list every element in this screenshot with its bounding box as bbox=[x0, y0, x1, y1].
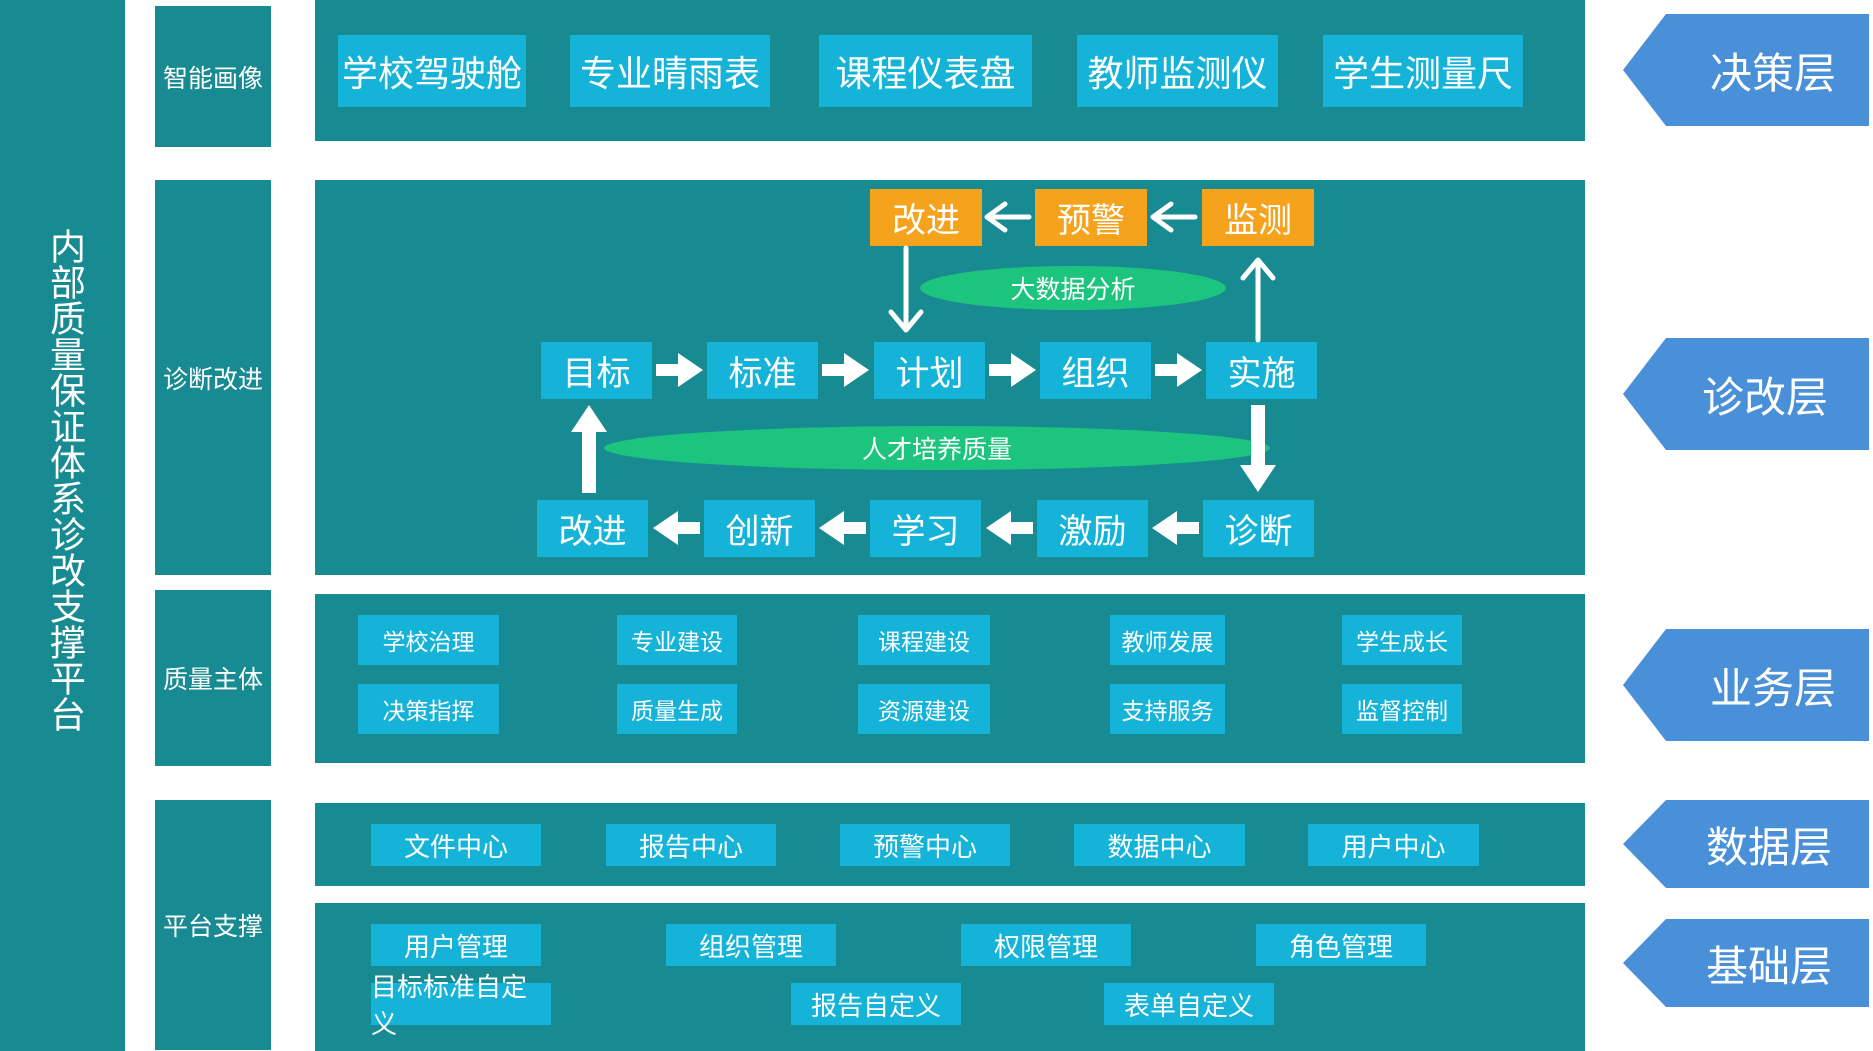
arrow-up-icon bbox=[571, 405, 607, 493]
business-item[interactable]: 课程建设 bbox=[858, 615, 990, 665]
business-item[interactable]: 决策指挥 bbox=[358, 684, 499, 734]
diagnosis-panel: 改进 预警 监测 大数据分析 目标 标准 计划 组织 实施 人才培养质量 改进 … bbox=[315, 180, 1585, 575]
base-item[interactable]: 权限管理 bbox=[961, 924, 1131, 966]
arrow-right-icon bbox=[1155, 353, 1202, 387]
layer-arrow-decision bbox=[1623, 14, 1869, 126]
arrow-left-icon bbox=[653, 511, 700, 545]
business-item[interactable]: 质量生成 bbox=[617, 684, 737, 734]
business-item[interactable]: 教师发展 bbox=[1110, 615, 1225, 665]
sidebar-title: 内部质量保证体系诊改支撑平台 bbox=[44, 228, 85, 732]
data-item[interactable]: 预警中心 bbox=[840, 824, 1010, 866]
base-item[interactable]: 目标标准自定义 bbox=[371, 973, 551, 1040]
layer-arrow-business bbox=[1623, 629, 1869, 741]
base-panel: 用户管理 组织管理 权限管理 角色管理 目标标准自定义 报告自定义 表单自定义 bbox=[315, 903, 1585, 1051]
decision-item[interactable]: 学校驾驶舱 bbox=[338, 35, 526, 107]
decision-item[interactable]: 学生测量尺 bbox=[1323, 35, 1523, 107]
arrow-up-icon bbox=[1240, 257, 1276, 343]
business-item[interactable]: 学校治理 bbox=[358, 615, 499, 665]
data-item[interactable]: 用户中心 bbox=[1308, 824, 1479, 866]
arrow-right-icon bbox=[989, 353, 1036, 387]
cycle-middle-goal[interactable]: 目标 bbox=[541, 342, 652, 399]
business-item[interactable]: 支持服务 bbox=[1110, 684, 1225, 734]
data-item[interactable]: 文件中心 bbox=[371, 824, 541, 866]
decision-item[interactable]: 教师监测仪 bbox=[1077, 35, 1278, 107]
arrow-left-icon bbox=[984, 201, 1032, 233]
cycle-bottom-improve[interactable]: 改进 bbox=[537, 500, 648, 557]
arrow-left-icon bbox=[1150, 201, 1198, 233]
arrow-right-icon bbox=[656, 353, 703, 387]
category-platform-support: 平台支撑 bbox=[155, 800, 271, 1050]
open-arrows bbox=[888, 201, 1276, 343]
decision-item[interactable]: 专业晴雨表 bbox=[570, 35, 770, 107]
business-item[interactable]: 监督控制 bbox=[1342, 684, 1462, 734]
arrow-down-icon bbox=[1240, 405, 1276, 492]
layer-label-decision: 决策层 bbox=[1709, 48, 1836, 98]
layer-shapes bbox=[1623, 14, 1869, 1007]
arrow-down-icon bbox=[888, 245, 924, 333]
talent-quality-ellipse: 人才培养质量 bbox=[604, 426, 1270, 470]
solid-arrows bbox=[571, 353, 1276, 545]
arrow-left-icon bbox=[1152, 511, 1199, 545]
category-smart-portrait: 智能画像 bbox=[155, 6, 271, 147]
arrow-left-icon bbox=[819, 511, 866, 545]
cycle-bottom-motivate[interactable]: 激励 bbox=[1037, 500, 1148, 557]
cycle-top-warning[interactable]: 预警 bbox=[1035, 189, 1147, 246]
category-quality-subject: 质量主体 bbox=[155, 590, 271, 766]
cycle-middle-standard[interactable]: 标准 bbox=[707, 342, 818, 399]
base-item[interactable]: 组织管理 bbox=[666, 924, 836, 966]
layer-arrow-diagnosis bbox=[1623, 338, 1869, 450]
base-item[interactable]: 用户管理 bbox=[371, 924, 541, 966]
cycle-bottom-learn[interactable]: 学习 bbox=[870, 500, 981, 557]
base-item[interactable]: 表单自定义 bbox=[1104, 983, 1274, 1025]
cycle-top-monitor[interactable]: 监测 bbox=[1202, 189, 1314, 246]
sidebar: 内部质量保证体系诊改支撑平台 bbox=[0, 0, 125, 1051]
arrow-right-icon bbox=[822, 353, 869, 387]
decision-panel: 学校驾驶舱 专业晴雨表 课程仪表盘 教师监测仪 学生测量尺 bbox=[315, 0, 1585, 141]
decision-item[interactable]: 课程仪表盘 bbox=[819, 35, 1032, 107]
layer-arrow-base bbox=[1623, 919, 1869, 1007]
cycle-middle-organize[interactable]: 组织 bbox=[1040, 342, 1151, 399]
data-panel: 文件中心 报告中心 预警中心 数据中心 用户中心 bbox=[315, 803, 1585, 886]
cycle-middle-implement[interactable]: 实施 bbox=[1206, 342, 1317, 399]
business-panel: 学校治理 专业建设 课程建设 教师发展 学生成长 决策指挥 质量生成 资源建设 … bbox=[315, 594, 1585, 763]
data-item[interactable]: 报告中心 bbox=[606, 824, 776, 866]
layer-label-data: 数据层 bbox=[1705, 822, 1832, 872]
business-item[interactable]: 学生成长 bbox=[1342, 615, 1462, 665]
business-item[interactable]: 专业建设 bbox=[617, 615, 737, 665]
data-item[interactable]: 数据中心 bbox=[1074, 824, 1245, 866]
base-item[interactable]: 报告自定义 bbox=[791, 983, 961, 1025]
cycle-arrows bbox=[571, 201, 1276, 545]
cycle-top-improve[interactable]: 改进 bbox=[870, 189, 982, 246]
category-diagnosis: 诊断改进 bbox=[155, 180, 271, 575]
layer-label-business: 业务层 bbox=[1709, 663, 1836, 713]
big-data-ellipse: 大数据分析 bbox=[920, 266, 1226, 310]
cycle-bottom-diagnose[interactable]: 诊断 bbox=[1203, 500, 1314, 557]
arrow-left-icon bbox=[986, 511, 1033, 545]
cycle-middle-plan[interactable]: 计划 bbox=[874, 342, 985, 399]
base-item[interactable]: 角色管理 bbox=[1256, 924, 1426, 966]
layer-arrow-data bbox=[1623, 800, 1869, 888]
layer-label-base: 基础层 bbox=[1705, 941, 1832, 991]
business-item[interactable]: 资源建设 bbox=[858, 684, 990, 734]
cycle-bottom-innovate[interactable]: 创新 bbox=[704, 500, 815, 557]
layer-label-diagnosis: 诊改层 bbox=[1701, 372, 1828, 422]
